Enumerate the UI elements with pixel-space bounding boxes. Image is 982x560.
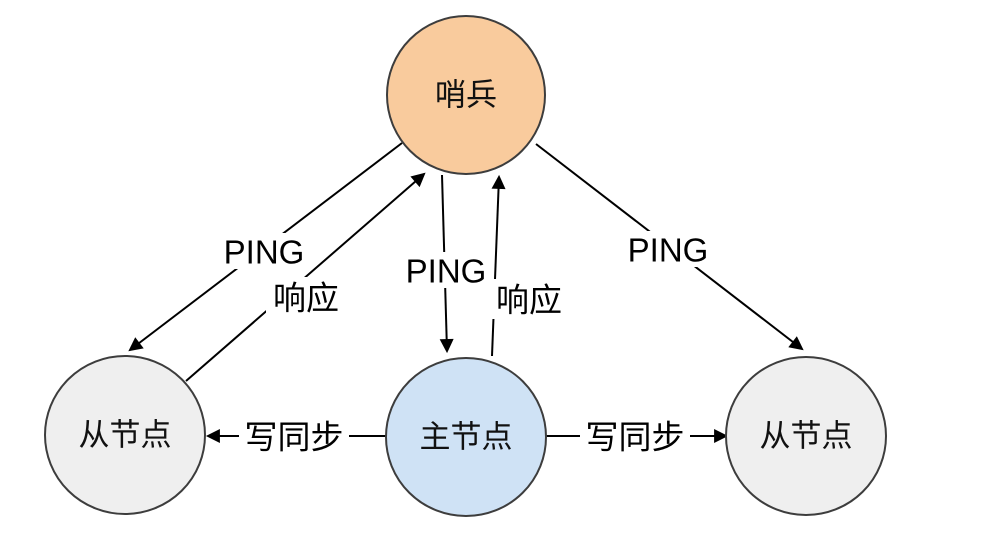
- edge-label-text: PING: [224, 234, 305, 271]
- edge-label-text: 写同步: [245, 419, 344, 456]
- label-background: [487, 279, 571, 319]
- slave-right-node-shape: [725, 356, 887, 516]
- master-node: 主节点: [385, 357, 547, 517]
- slave-right-node: 从节点: [725, 356, 887, 516]
- edge-label-text: PING: [406, 253, 487, 290]
- edge-label-text: 写同步: [586, 419, 685, 456]
- label-background: [266, 277, 346, 317]
- slave-left-node-shape: [44, 355, 206, 515]
- label-background: [216, 233, 312, 269]
- edge-label-ping-right: PING: [620, 231, 716, 269]
- edge-label-sync-right: 写同步: [580, 416, 690, 456]
- edge-label-response-middle: 响应: [487, 279, 571, 319]
- slave-left-node-label: 从节点: [79, 418, 172, 453]
- slave-right-node-label: 从节点: [760, 419, 853, 454]
- label-background: [580, 416, 690, 456]
- master-node-shape: [385, 357, 547, 517]
- edge-label-response-left: 响应: [266, 277, 346, 317]
- nodes: 哨兵 主节点 从节点 从节点: [44, 15, 887, 517]
- edge-response-middle-arrow: [491, 174, 506, 357]
- master-node-label: 主节点: [420, 420, 513, 455]
- edge-labels: PING 响应 PING 响应 PING 写同步: [216, 231, 716, 456]
- sentinel-node: 哨兵: [386, 15, 546, 175]
- sentinel-node-shape: [386, 15, 546, 175]
- label-background: [620, 231, 716, 267]
- edge-label-ping-left: PING: [216, 233, 312, 271]
- edge-label-ping-middle: PING: [400, 252, 490, 290]
- edge-label-text: 响应: [273, 280, 339, 317]
- sentinel-node-label: 哨兵: [435, 78, 497, 113]
- edge-label-sync-left: 写同步: [239, 416, 349, 456]
- slave-left-node: 从节点: [44, 355, 206, 515]
- edge-label-text: PING: [628, 232, 709, 269]
- label-background: [239, 416, 349, 456]
- edge-label-text: 响应: [496, 282, 562, 319]
- label-background: [400, 252, 490, 288]
